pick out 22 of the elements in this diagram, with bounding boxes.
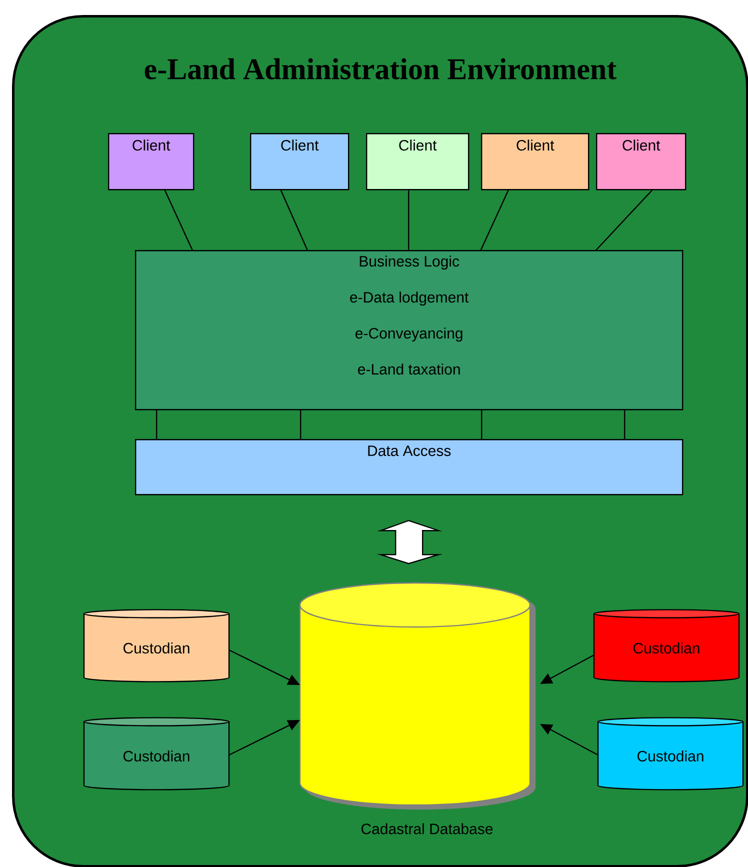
custodian-cylinder: Custodian — [83, 609, 230, 682]
database-cylinder — [299, 582, 536, 810]
connector-line — [280, 189, 308, 251]
client-box: Client — [481, 133, 590, 190]
connector-line — [156, 410, 158, 440]
connector-line — [408, 190, 410, 251]
client-box: Client — [596, 133, 686, 190]
data-access-box: Data Access — [135, 439, 684, 496]
connector-line — [595, 189, 654, 251]
custodian-cylinder: Custodian — [593, 609, 740, 682]
connector-line — [624, 410, 626, 440]
connector-line — [164, 189, 194, 251]
connector-line — [481, 410, 482, 440]
custodian-cylinder: Custodian — [597, 717, 744, 790]
business-logic-box: Business Logic e-Data lodgement e-Conveyancing e-Land taxation — [135, 250, 684, 410]
client-box: Client — [366, 133, 470, 190]
database-label: Cadastral Database — [361, 823, 493, 834]
custodian-cylinder: Custodian — [83, 717, 230, 790]
connector-line — [300, 410, 302, 440]
connector-line — [480, 189, 510, 251]
client-box: Client — [108, 133, 194, 190]
client-box: Client — [250, 133, 350, 190]
